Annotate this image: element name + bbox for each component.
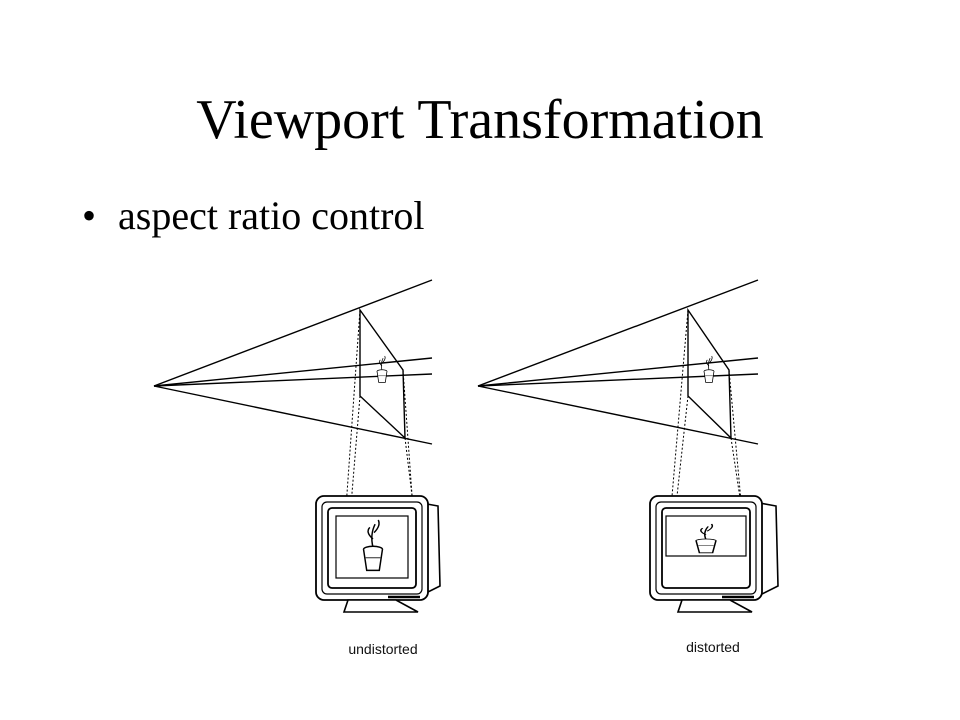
aspect-ratio-illustration: undistorted [153, 279, 779, 657]
view-frustum [477, 279, 759, 445]
undistorted-panel: undistorted [153, 279, 441, 657]
view-frustum [153, 279, 433, 445]
bullet-text: aspect ratio control [118, 193, 425, 238]
scene-plant [703, 355, 715, 383]
undistorted-caption: undistorted [348, 641, 417, 657]
distorted-panel: distorted [477, 279, 779, 655]
distorted-caption: distorted [686, 639, 740, 655]
slide-title: Viewport Transformation [196, 89, 764, 151]
scene-plant [376, 355, 388, 383]
crt-monitor [649, 495, 779, 613]
bullet-item: • aspect ratio control [82, 196, 425, 236]
bullet-marker: • [82, 193, 97, 238]
